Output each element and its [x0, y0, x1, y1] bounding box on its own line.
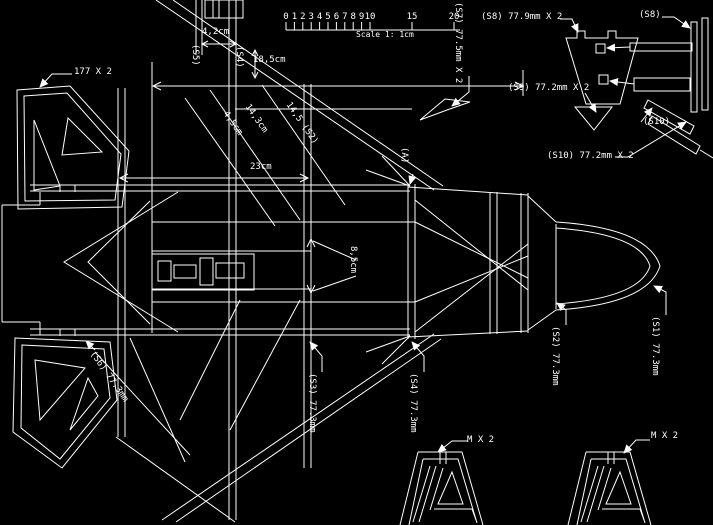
label-s5-ref: (S5) — [190, 44, 200, 66]
label-s10-full: (S10) 77.2mm X 2 — [547, 151, 634, 161]
ruler-number: 4 — [317, 12, 322, 22]
ruler-number: 8 — [350, 12, 355, 22]
ruler-number: 3 — [308, 12, 313, 22]
dim-fuselage: 23cm — [250, 162, 272, 172]
label-s7: (S7) 77.5mm X 2 — [453, 2, 463, 84]
label-s2: (S2) 77.3mm — [550, 326, 560, 386]
dim-canopy: 4,2cm — [202, 27, 230, 37]
ruler-number: 15 — [407, 12, 418, 22]
label-m-left: M X 2 — [467, 435, 495, 445]
label-s9: (S9) 77.2mm X 2 — [508, 83, 590, 93]
ruler-number: 2 — [300, 12, 305, 22]
label-m-right: M X 2 — [651, 431, 679, 441]
dim-engine-width: 8,5cm — [348, 246, 358, 274]
ruler-number: 9 — [359, 12, 364, 22]
ruler-number: 7 — [342, 12, 347, 22]
ruler-number: 20 — [449, 12, 460, 22]
dim-wing-root: 18,5cm — [253, 55, 286, 65]
label-s4-ref: (S4) — [234, 46, 244, 68]
label-s3: (S3) 77.3mm — [307, 373, 317, 433]
label-a-ref: (A) — [399, 147, 409, 164]
ruler-number: 1 — [292, 12, 297, 22]
scale-caption: Scale 1: 1cm — [356, 30, 414, 39]
ruler-number: 0 — [283, 12, 288, 22]
ruler-number: 6 — [334, 12, 339, 22]
label-fin-qty: 177 X 2 — [74, 67, 112, 77]
label-s4: (S4) 77.3mm — [408, 373, 418, 433]
label-s8: (S8) — [639, 10, 661, 20]
ruler-number: 5 — [325, 12, 330, 22]
label-s1: (S1) 77.3mm — [650, 316, 660, 376]
ruler-number: 10 — [365, 12, 376, 22]
label-s10: (S10) — [643, 117, 671, 127]
label-s8-full: (S8) 77.9mm X 2 — [481, 12, 563, 22]
